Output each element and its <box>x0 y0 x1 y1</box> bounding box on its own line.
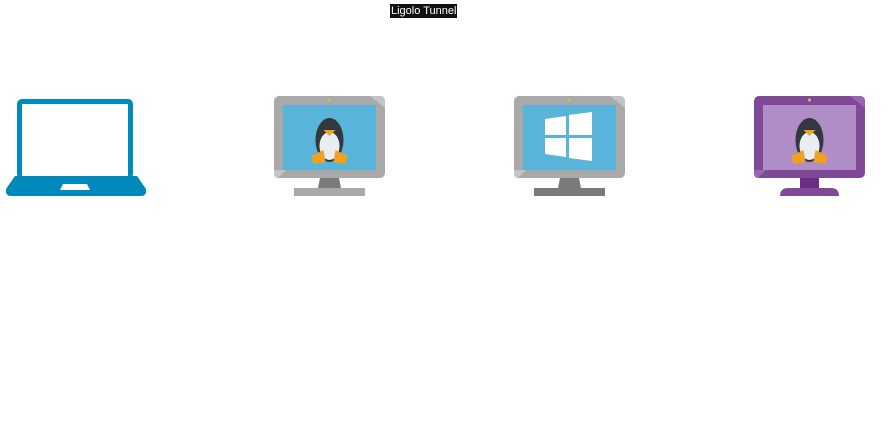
diagram-title: Ligolo Tunnel <box>390 4 458 18</box>
linux-penguin-icon <box>311 118 348 164</box>
windows-logo-icon <box>545 112 592 161</box>
attacker-laptop-node <box>5 96 147 199</box>
monitor-icon <box>754 96 865 196</box>
linux-host-2-node <box>754 96 865 198</box>
monitor-icon <box>514 96 625 196</box>
monitor-icon <box>274 96 385 196</box>
linux-host-1-node <box>274 96 385 198</box>
windows-host-node <box>514 96 625 198</box>
linux-penguin-icon <box>791 118 828 164</box>
laptop-icon <box>5 99 147 196</box>
